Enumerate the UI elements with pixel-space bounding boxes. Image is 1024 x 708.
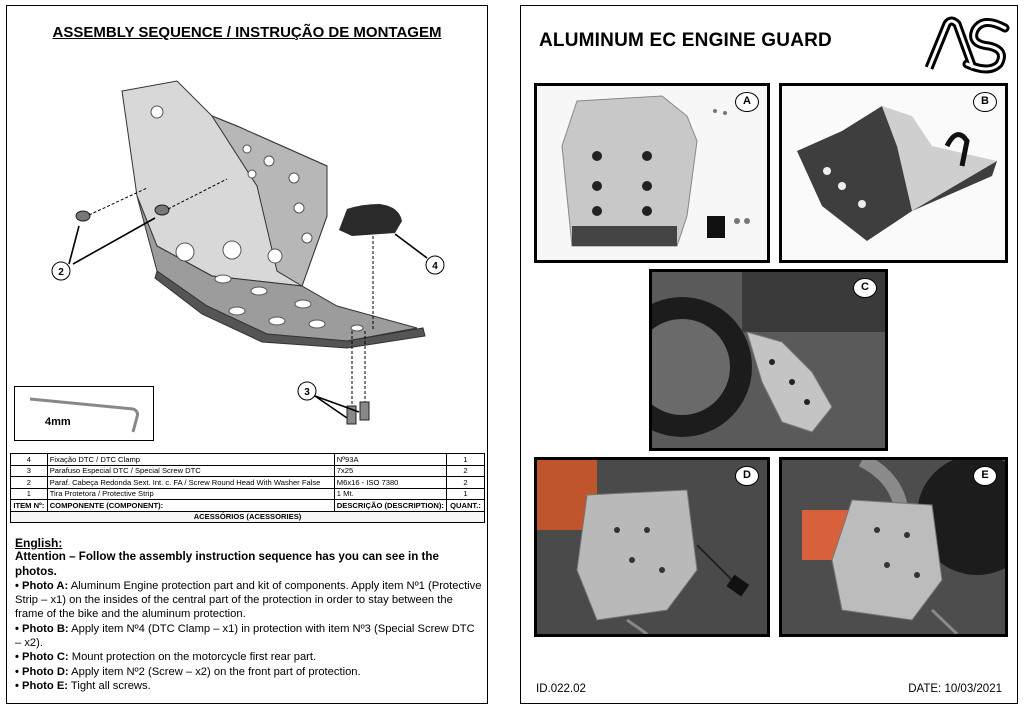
photo-e: E: [779, 457, 1008, 637]
as-logo-icon: [924, 16, 1010, 74]
callout-4: 4: [425, 255, 445, 275]
photo-d: D: [534, 457, 770, 637]
attention-text: Attention – Follow the assembly instruct…: [15, 550, 439, 578]
apply-screws-photo: [537, 460, 767, 634]
mount-rear-photo: [652, 272, 885, 448]
parts-table: 4 Fixação DTC / DTC Clamp Nº93A 1 3 Para…: [10, 453, 486, 523]
instructions: English: Attention – Follow the assembly…: [15, 536, 483, 693]
table-row: 1 Tira Protetora / Protective Strip 1 Mt…: [10, 487, 486, 500]
step-photo-d: • Photo D: Apply item Nº2 (Screw – x2) o…: [15, 665, 361, 678]
tighten-screws-photo: [782, 460, 1005, 634]
svg-text:4: 4: [432, 261, 438, 272]
callout-2: 2: [51, 261, 71, 281]
language-heading: English:: [15, 536, 63, 550]
table-row: 4 Fixação DTC / DTC Clamp Nº93A 1: [10, 453, 486, 466]
tool-size-label: 4mm: [45, 416, 71, 428]
special-screws: [346, 401, 370, 425]
table-header-row: ITEM Nº: COMPONENTE (COMPONENT): DESCRIÇ…: [10, 499, 486, 512]
table-row: 2 Paraf. Cabeça Redonda Sext. Int. c. FA…: [10, 476, 486, 489]
photo-d-badge: D: [735, 466, 759, 486]
photo-b: B: [779, 83, 1008, 263]
round-head-screws: [75, 178, 228, 222]
table-row: 3 Parafuso Especial DTC / Special Screw …: [10, 464, 486, 477]
allen-key-icon: [29, 397, 139, 433]
dtc-clamp-drawing: [339, 204, 402, 236]
svg-text:2: 2: [58, 267, 64, 278]
product-page: ALUMINUM EC ENGINE GUARD A: [520, 5, 1018, 704]
assembly-title: ASSEMBLY SEQUENCE / INSTRUÇÃO DE MONTAGE…: [52, 24, 442, 41]
step-photo-e: • Photo E: Tight all screws.: [15, 679, 151, 692]
engine-guard-drawing: [121, 80, 426, 349]
photo-a-badge: A: [735, 92, 759, 112]
step-photo-a: • Photo A: Aluminum Engine protection pa…: [15, 579, 482, 621]
step-photo-b: • Photo B: Apply item Nº4 (DTC Clamp – x…: [15, 622, 475, 650]
callout-3: 3: [297, 381, 317, 401]
svg-text:3: 3: [304, 387, 310, 398]
document-date: DATE: 10/03/2021: [908, 683, 1002, 695]
photo-c-badge: C: [853, 278, 877, 298]
photo-e-badge: E: [973, 466, 997, 486]
document-id: ID.022.02: [536, 683, 586, 695]
photo-a: A: [534, 83, 770, 263]
product-title: ALUMINUM EC ENGINE GUARD: [539, 30, 832, 51]
tool-box: 4mm: [14, 386, 154, 441]
assembly-page: ASSEMBLY SEQUENCE / INSTRUÇÃO DE MONTAGE…: [6, 5, 488, 704]
table-footer-row: ACESSÓRIOS (ACESSORIES): [10, 510, 485, 523]
guard-kit-photo: [537, 86, 767, 260]
exploded-diagram: 2 4 3: [51, 80, 445, 425]
photo-c: C: [649, 269, 888, 451]
step-photo-c: • Photo C: Mount protection on the motor…: [15, 651, 317, 664]
guard-with-clamp-photo: [782, 86, 1005, 260]
photo-b-badge: B: [973, 92, 997, 112]
